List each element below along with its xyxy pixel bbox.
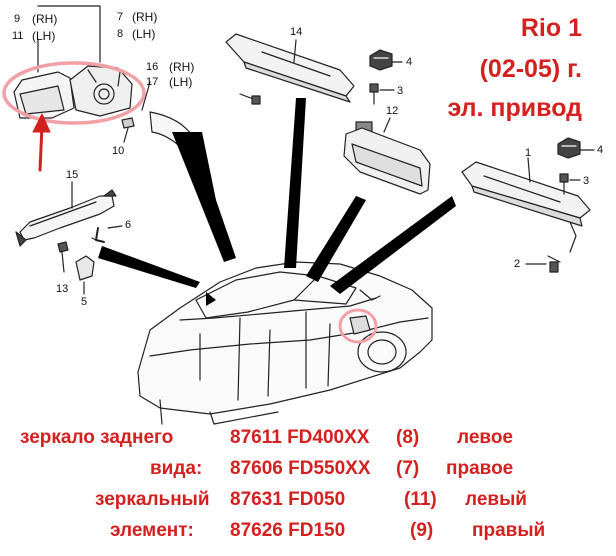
parts-info-side-4: правый	[472, 520, 546, 541]
parts-info-partno-3: 87631 FD050	[230, 489, 346, 510]
parts-info-label-4: элемент:	[110, 520, 194, 541]
hook-6	[91, 227, 105, 243]
parts-info-ref-1: (8)	[396, 427, 420, 448]
callout-rh-7: (RH)	[132, 10, 158, 24]
parts-info-label-2: вида:	[150, 458, 203, 479]
title-drive: эл. привод	[447, 94, 582, 122]
callout-7: 7	[117, 11, 124, 23]
visor-pivot-rod	[569, 221, 577, 253]
parts-info-ref-4: (9)	[410, 520, 434, 541]
parts-info-row-3: зеркальный 87631 FD050 (11) левый	[0, 490, 616, 512]
title-years: (02-05) г.	[479, 55, 582, 83]
callout-17: 17	[146, 76, 159, 88]
visor-clip-4a	[369, 49, 393, 71]
callout-lh-8: (LH)	[132, 27, 156, 41]
parts-info-row-2: вида: 87606 FD550XX (7) правое	[0, 459, 616, 481]
pointer-wedges	[98, 98, 456, 306]
parts-info-label-1: зеркало заднего	[20, 427, 174, 448]
parts-info-side-1: левое	[457, 427, 513, 448]
bolt-10	[121, 117, 135, 143]
callout-15: 15	[66, 169, 79, 181]
parts-info-side-3: левый	[465, 489, 527, 510]
callout-12: 12	[386, 105, 399, 117]
visor-clip-4b	[557, 137, 581, 159]
callout-6: 6	[125, 219, 132, 231]
parts-info-row-4: элемент: 87626 FD150 (9) правый	[0, 521, 616, 543]
sun-visor-1	[461, 161, 591, 227]
parts-info-row-1: зеркало заднего 87611 FD400XX (8) левое	[0, 428, 616, 450]
callout-lh-11: (LH)	[32, 29, 56, 43]
car-mirror-shape	[349, 315, 371, 335]
leader-16-17	[141, 81, 151, 111]
parts-info-partno-1: 87611 FD400XX	[230, 427, 370, 448]
callout-14: 14	[290, 26, 303, 38]
parts-info-label-3: зеркальный	[95, 489, 210, 510]
leader-7-8	[37, 5, 101, 63]
callout-3a: 3	[397, 85, 404, 97]
mirror-highlight-ring	[2, 61, 146, 125]
leader-12	[383, 117, 391, 133]
callout-4a: 4	[406, 56, 413, 68]
parts-info-ref-3: (11)	[404, 489, 437, 510]
parts-info-partno-4: 87626 FD150	[230, 520, 346, 541]
screw-13	[57, 241, 69, 273]
parts-info-ref-2: (7)	[396, 458, 420, 479]
screw-3a	[369, 83, 379, 105]
callout-10: 10	[112, 145, 125, 157]
screw-3b	[559, 173, 569, 195]
callout-16: 16	[146, 61, 159, 73]
leader-1	[527, 157, 531, 183]
leader-6	[107, 225, 123, 229]
callout-5: 5	[81, 296, 88, 308]
side-mirror-assembly	[13, 65, 133, 119]
callout-1: 1	[525, 147, 532, 159]
callout-8: 8	[117, 28, 124, 40]
screw-2	[547, 255, 561, 273]
callout-rh-16: (RH)	[169, 60, 195, 74]
parts-info-side-2: правое	[446, 458, 514, 479]
grab-handle-15	[15, 189, 117, 247]
callout-lh-17: (LH)	[169, 75, 193, 89]
leader-14	[293, 39, 297, 63]
screw-visor-left	[239, 93, 261, 105]
callout-13: 13	[56, 283, 69, 295]
parts-info-partno-2: 87606 FD550XX	[230, 458, 371, 479]
callout-3b: 3	[583, 175, 590, 187]
callout-11: 11	[12, 30, 24, 42]
callout-2: 2	[514, 258, 521, 270]
car-outline	[137, 261, 433, 425]
sun-visor-14	[225, 33, 355, 103]
callout-rh-9: (RH)	[32, 12, 58, 26]
red-arrow	[32, 113, 51, 172]
cap-5	[75, 255, 95, 281]
title-model: Rio 1	[520, 14, 582, 42]
rear-view-mirror-12	[343, 121, 431, 195]
callout-9: 9	[14, 13, 21, 25]
car-mirror-highlight	[338, 308, 378, 344]
callout-4b: 4	[597, 144, 604, 156]
